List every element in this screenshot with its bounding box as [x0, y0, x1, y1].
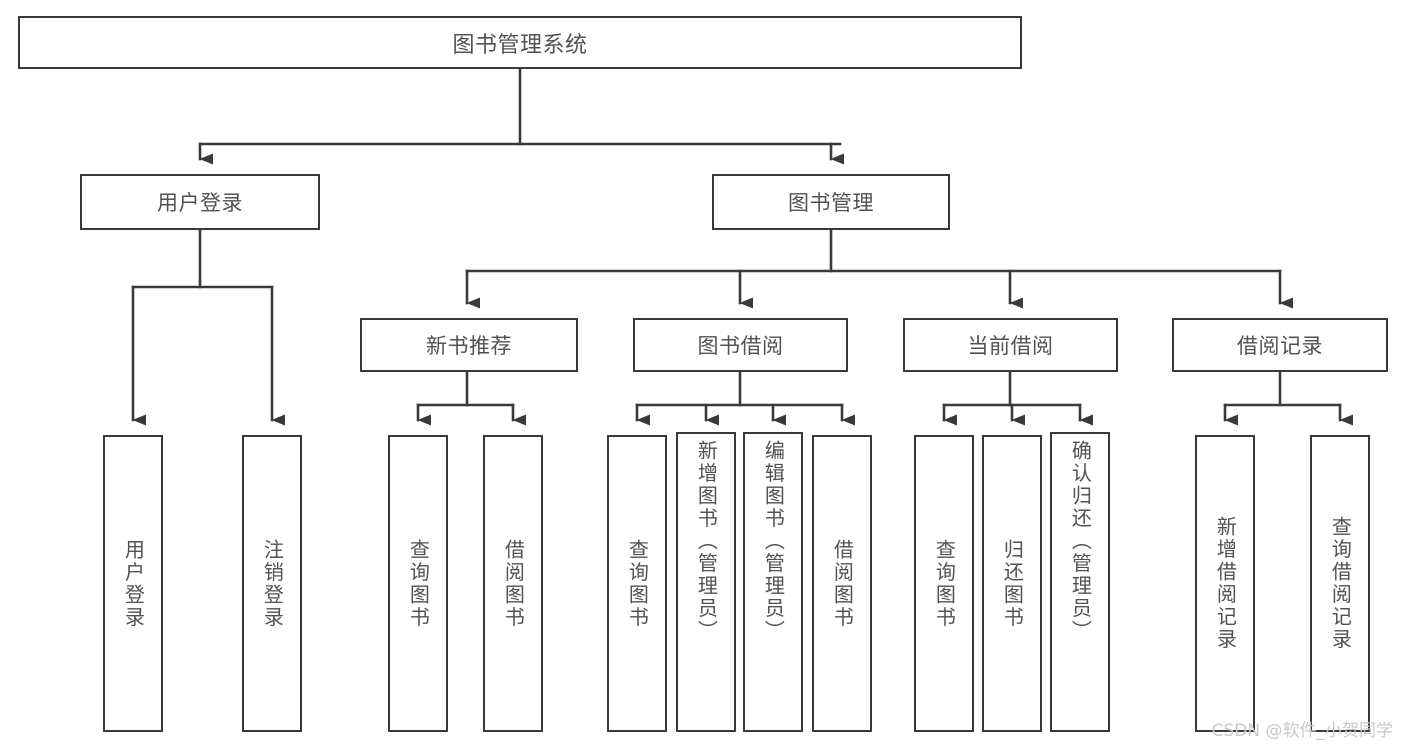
node-leaf-add-book[interactable]: 新增图书（管理员） [676, 432, 736, 732]
node-new-book-recommend[interactable]: 新书推荐 [360, 318, 578, 372]
node-borrow-record[interactable]: 借阅记录 [1172, 318, 1388, 372]
node-leaf-edit-book-label: 编辑图书（管理员） [761, 440, 786, 643]
node-leaf-confirm-return-label: 确认归还（管理员） [1068, 440, 1093, 643]
watermark-text: CSDN @软件_小贺同学 [1211, 721, 1393, 741]
node-leaf-query-book-3-label: 查询图书 [932, 538, 957, 629]
node-current-borrow[interactable]: 当前借阅 [903, 318, 1118, 372]
node-book-management[interactable]: 图书管理 [712, 174, 950, 230]
node-leaf-user-login-label: 用户登录 [121, 538, 146, 629]
node-leaf-add-borrow-record[interactable]: 新增借阅记录 [1195, 435, 1255, 732]
node-borrow-record-label: 借阅记录 [1237, 334, 1323, 358]
node-book-borrow[interactable]: 图书借阅 [633, 318, 848, 372]
node-leaf-add-borrow-record-label: 新增借阅记录 [1213, 516, 1238, 651]
node-leaf-logout-login[interactable]: 注销登录 [242, 435, 302, 732]
node-leaf-query-book-2[interactable]: 查询图书 [607, 435, 667, 732]
node-leaf-query-borrow-record[interactable]: 查询借阅记录 [1310, 435, 1370, 732]
node-leaf-borrow-book-1[interactable]: 借阅图书 [483, 435, 543, 732]
node-leaf-add-book-label: 新增图书（管理员） [694, 440, 719, 643]
node-leaf-query-borrow-record-label: 查询借阅记录 [1328, 516, 1353, 651]
node-leaf-logout-login-label: 注销登录 [260, 538, 285, 629]
node-leaf-return-book-label: 归还图书 [1000, 538, 1025, 629]
node-root-label: 图书管理系统 [452, 32, 588, 58]
node-current-borrow-label: 当前借阅 [967, 334, 1054, 358]
node-root[interactable]: 图书管理系统 [18, 16, 1022, 69]
node-book-management-label: 图书管理 [788, 191, 874, 215]
node-leaf-borrow-book-2[interactable]: 借阅图书 [812, 435, 872, 732]
node-leaf-borrow-book-2-label: 借阅图书 [830, 538, 855, 629]
node-leaf-query-book-3[interactable]: 查询图书 [914, 435, 974, 732]
node-new-book-recommend-label: 新书推荐 [426, 334, 512, 358]
node-user-login-label: 用户登录 [157, 191, 243, 215]
node-leaf-edit-book[interactable]: 编辑图书（管理员） [743, 432, 803, 732]
node-leaf-query-book-1-label: 查询图书 [406, 538, 431, 629]
node-leaf-query-book-1[interactable]: 查询图书 [388, 435, 448, 732]
node-user-login[interactable]: 用户登录 [80, 174, 320, 230]
node-leaf-return-book[interactable]: 归还图书 [982, 435, 1042, 732]
node-leaf-borrow-book-1-label: 借阅图书 [501, 538, 526, 629]
node-leaf-query-book-2-label: 查询图书 [625, 538, 650, 629]
node-book-borrow-label: 图书借阅 [697, 334, 784, 358]
node-leaf-confirm-return[interactable]: 确认归还（管理员） [1050, 432, 1110, 732]
node-leaf-user-login[interactable]: 用户登录 [103, 435, 163, 732]
